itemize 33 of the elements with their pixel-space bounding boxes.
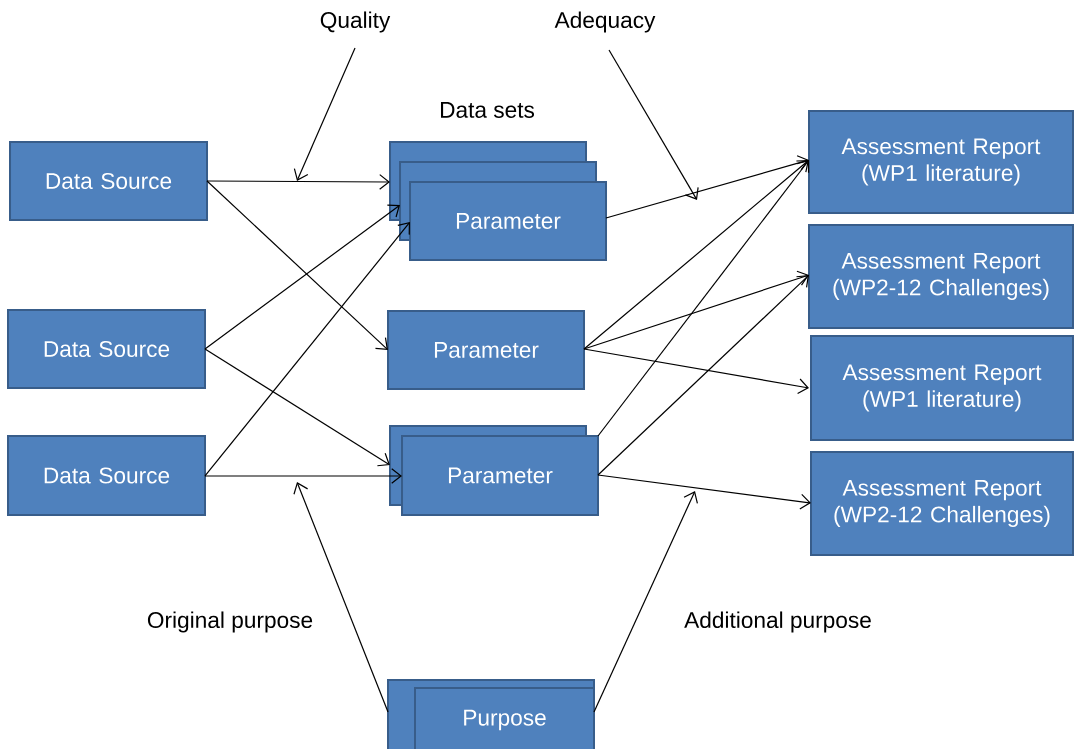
text-label: Quality — [320, 11, 391, 33]
process-box: Data Source — [7, 309, 206, 389]
process-box: Data Source — [7, 435, 206, 516]
leader-arrow — [593, 491, 698, 713]
process-box: Assessment Report (WP1 literature) — [808, 110, 1074, 214]
arrow — [605, 155, 809, 219]
stacked-box: Purpose — [387, 679, 595, 749]
edge-label: Additional purpose — [684, 611, 871, 633]
arrow — [583, 160, 809, 350]
arrow — [206, 180, 388, 350]
arrow — [204, 204, 400, 350]
process-box: Assessment Report (WP2-12 Challenges) — [810, 451, 1074, 556]
process-box: Data Source — [9, 141, 208, 221]
heading: Data sets — [441, 102, 535, 118]
arrow — [597, 160, 810, 437]
text-label: Adequacy — [554, 11, 656, 33]
stacked-box: Parameter — [389, 141, 607, 261]
arrow — [206, 174, 390, 190]
arrow — [204, 348, 390, 467]
arrow — [583, 348, 809, 395]
leader-arrow — [293, 47, 356, 181]
process-box: Assessment Report (WP1 literature) — [810, 335, 1074, 441]
arrow — [597, 474, 811, 510]
leader-arrow — [608, 49, 699, 200]
arrow — [583, 270, 809, 350]
arrow — [204, 468, 402, 484]
arrow — [204, 222, 410, 477]
edge-label: Original purpose — [147, 611, 313, 633]
stacked-box: Parameter — [389, 425, 599, 516]
leader-arrow — [293, 482, 389, 713]
arrow — [597, 275, 809, 476]
process-box: Assessment Report (WP2-12 Challenges) — [808, 224, 1074, 329]
process-box: Parameter — [387, 310, 585, 390]
